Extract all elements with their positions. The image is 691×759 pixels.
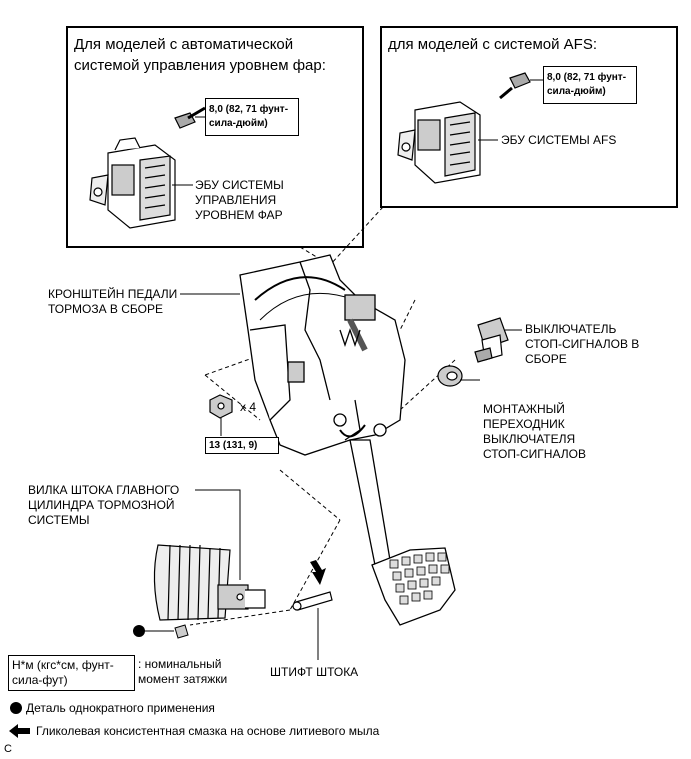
left-inset-title-line-2: системой управления уровнем фар: bbox=[74, 57, 326, 74]
clevis-label-line-3: СИСТЕМЫ bbox=[28, 513, 90, 527]
right-inset-title: для моделей с системой AFS: bbox=[388, 36, 597, 53]
torque-unit-desc-line-1: : номинальный bbox=[138, 657, 222, 671]
clevis-label-line-2: ЦИЛИНДРА ТОРМОЗНОЙ bbox=[28, 498, 175, 512]
nut-count: x 4 bbox=[240, 400, 257, 414]
clip-drawing bbox=[174, 624, 189, 639]
left-bolt-drawing bbox=[174, 106, 206, 129]
master-cylinder-boot-drawing bbox=[153, 544, 266, 621]
pin-label: ШТИФТ ШТОКА bbox=[270, 665, 359, 679]
brake-pedal-arm-drawing bbox=[349, 439, 456, 626]
right-bolt-drawing bbox=[499, 72, 531, 100]
adapter-label-line-4: СТОП-СИГНАЛОВ bbox=[483, 447, 586, 461]
afs-ecu-drawing bbox=[397, 101, 481, 184]
legend-grease-text: Гликолевая консистентная смазка на основ… bbox=[36, 724, 380, 738]
right-torque-line-2: сила-дюйм) bbox=[547, 86, 606, 97]
right-torque-box: 8,0 (82, 71 фунт- сила-дюйм) bbox=[543, 66, 637, 104]
push-rod-pin-drawing bbox=[292, 591, 333, 611]
headlight-ecu-label-line-2: УПРАВЛЕНИЯ bbox=[195, 193, 277, 207]
torque-unit-line-1: Н*м (кгс*см, фунт- bbox=[12, 658, 114, 672]
torque-unit-desc-line-2: момент затяжки bbox=[138, 672, 228, 686]
stop-light-switch-drawing bbox=[474, 317, 509, 363]
adapter-drawing bbox=[437, 365, 463, 387]
nut-torque-value: 13 (131, 9) bbox=[209, 440, 258, 451]
grease-arrow bbox=[310, 560, 326, 585]
clevis-label-line-1: ВИЛКА ШТОКА ГЛАВНОГО bbox=[28, 483, 180, 497]
legend-non-reusable-text: Деталь однократного применения bbox=[26, 701, 215, 715]
right-torque-line-1: 8,0 (82, 71 фунт- bbox=[547, 72, 627, 83]
afs-ecu-label: ЭБУ СИСТЕМЫ AFS bbox=[501, 133, 617, 147]
headlight-ecu-label-line-1: ЭБУ СИСТЕМЫ bbox=[195, 178, 284, 192]
torque-unit-line-2: сила-фут) bbox=[12, 673, 68, 687]
switch-label-line-1: ВЫКЛЮЧАТЕЛЬ bbox=[525, 322, 617, 336]
nut-drawing bbox=[209, 394, 233, 419]
legend-non-reusable-dot bbox=[10, 702, 22, 714]
legend-grease-arrow bbox=[9, 724, 30, 738]
left-torque-box: 8,0 (82, 71 фунт- сила-дюйм) bbox=[205, 98, 299, 136]
adapter-label-line-3: ВЫКЛЮЧАТЕЛЯ bbox=[483, 432, 576, 446]
corner-code: C bbox=[4, 743, 12, 755]
adapter-label-line-2: ПЕРЕХОДНИК bbox=[483, 417, 565, 431]
left-torque-line-1: 8,0 (82, 71 фунт- bbox=[209, 104, 289, 115]
adapter-label-line-1: МОНТАЖНЫЙ bbox=[483, 402, 565, 416]
switch-label-line-3: СБОРЕ bbox=[525, 352, 567, 366]
switch-label-line-2: СТОП-СИГНАЛОВ В bbox=[525, 337, 640, 351]
headlight-ecu-label-line-3: УРОВНЕМ ФАР bbox=[195, 208, 283, 222]
brake-pedal-bracket-drawing bbox=[239, 254, 406, 456]
left-torque-line-2: сила-дюйм) bbox=[209, 118, 268, 129]
torque-unit-legend-box: Н*м (кгс*см, фунт- сила-фут) bbox=[8, 655, 135, 691]
clevis-leader bbox=[195, 489, 241, 580]
nut-torque-box: 13 (131, 9) bbox=[205, 437, 279, 454]
headlight-ecu-drawing bbox=[89, 137, 176, 229]
bracket-label-line-1: КРОНШТЕЙН ПЕДАЛИ bbox=[48, 287, 178, 301]
left-inset-title-line-1: Для моделей с автоматической bbox=[74, 36, 294, 53]
non-reusable-marker bbox=[133, 625, 145, 637]
bracket-label-line-2: ТОРМОЗА В СБОРЕ bbox=[48, 302, 163, 316]
right-inset-frame bbox=[380, 26, 678, 208]
left-inset-frame bbox=[66, 26, 364, 248]
